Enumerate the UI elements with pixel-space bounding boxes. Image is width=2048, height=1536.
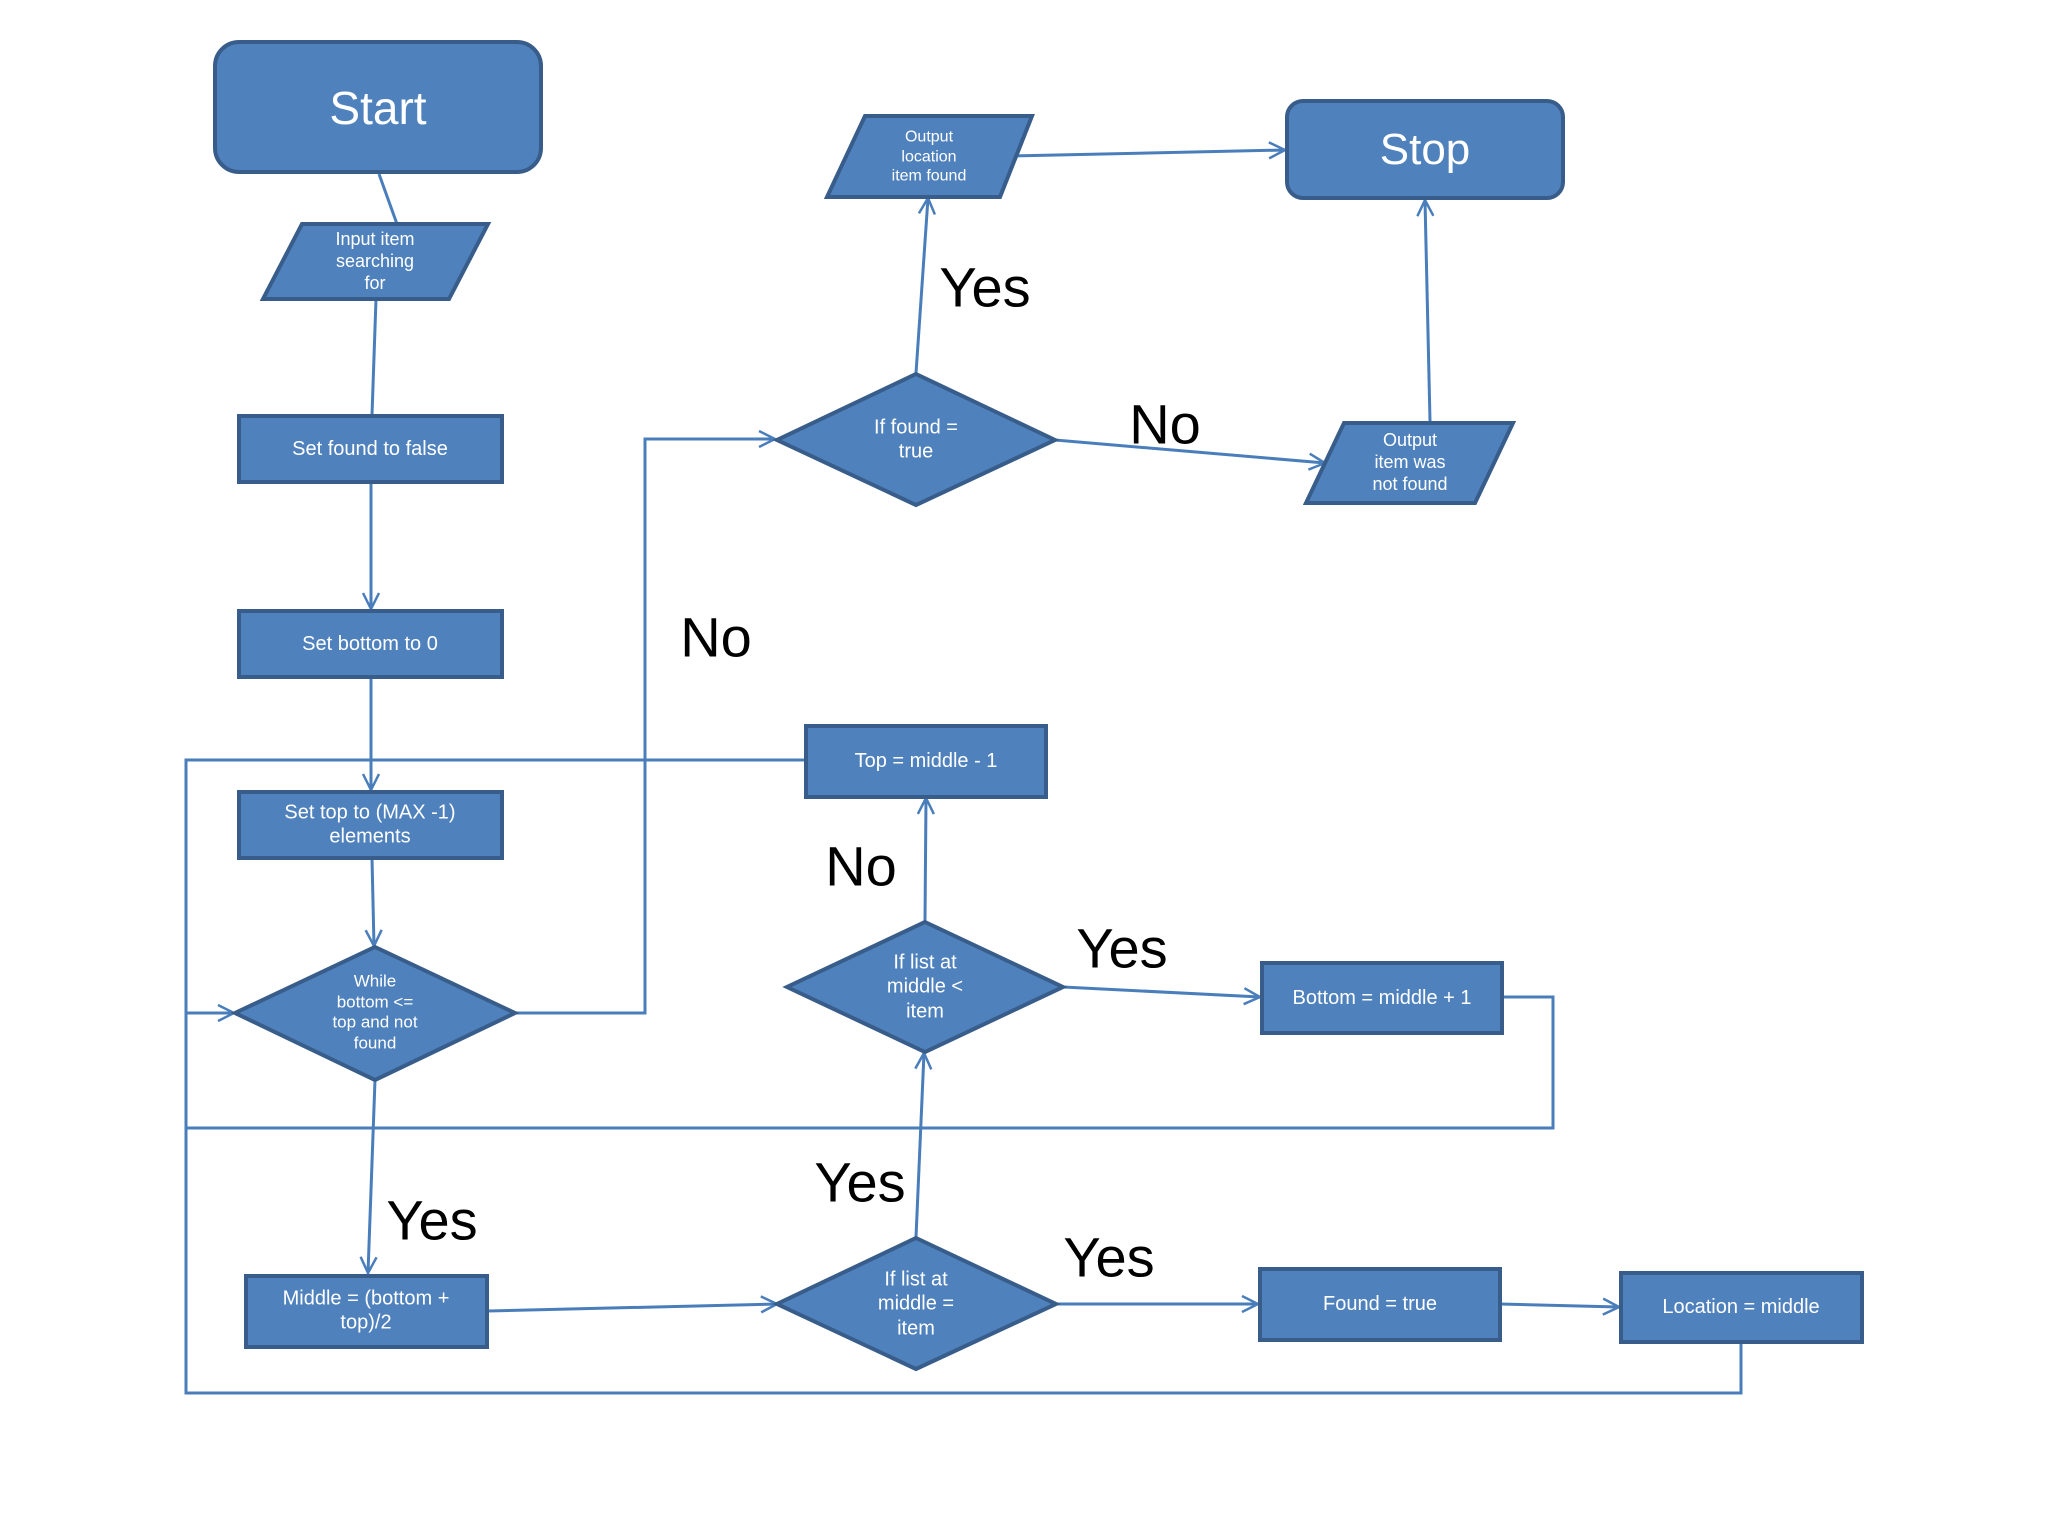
edge-bottom-plus-loop-back bbox=[186, 995, 1555, 1130]
edge-input-to-set-found bbox=[370, 298, 378, 416]
edge-if-less-no-to-top-minus bbox=[925, 798, 926, 922]
if-equal-decision bbox=[772, 1235, 1061, 1372]
set-found-label: Set found to false bbox=[292, 437, 448, 460]
if-found-decision bbox=[772, 371, 1060, 508]
found-true-label: Found = true bbox=[1323, 1292, 1437, 1315]
edge-out-location-to-stop bbox=[1012, 150, 1285, 156]
middle-process bbox=[244, 1274, 489, 1349]
edge-while-yes-to-middle bbox=[368, 1079, 375, 1273]
edge-if-less-yes-to-bottom-plus bbox=[1062, 985, 1260, 997]
stop-terminal bbox=[1285, 99, 1565, 200]
edge-label-found-no: No bbox=[1129, 392, 1201, 456]
edge-top-minus-loop-back bbox=[184, 758, 806, 1013]
edge-found-true-to-location bbox=[1499, 1304, 1619, 1307]
location-process bbox=[1619, 1271, 1864, 1344]
start-label: Start bbox=[329, 81, 427, 134]
edge-label-while-yes: Yes bbox=[386, 1188, 478, 1252]
middle-label: Middle = (bottom + top)/2 bbox=[282, 1287, 450, 1334]
output-location-parallelogram bbox=[823, 114, 1035, 199]
edge-if-found-yes-to-out-location bbox=[914, 198, 928, 374]
edge-if-equal-to-if-less bbox=[916, 1053, 924, 1238]
set-top-process bbox=[237, 790, 504, 860]
edge-label-while-no: No bbox=[680, 605, 752, 669]
input-item-label: Input item searching for bbox=[335, 229, 415, 293]
set-bottom-process bbox=[237, 609, 504, 679]
if-less-label: If list at middle < item bbox=[886, 951, 964, 1023]
edge-if-found-no-to-out-not-found bbox=[1054, 438, 1325, 463]
if-found-label: If found = true bbox=[874, 416, 958, 463]
if-less-decision bbox=[782, 919, 1068, 1055]
edge-set-top-to-while bbox=[372, 857, 374, 946]
edge-label-equal-yes: Yes bbox=[1063, 1225, 1155, 1289]
output-location-label: Output location item found bbox=[891, 128, 967, 185]
start-terminal bbox=[213, 40, 543, 174]
top-minus-label: Top = middle - 1 bbox=[854, 749, 998, 772]
input-item-parallelogram bbox=[259, 222, 492, 301]
set-found-process bbox=[237, 414, 504, 484]
edge-label-less-no: No bbox=[825, 834, 897, 898]
bottom-plus-label: Bottom = middle + 1 bbox=[1292, 986, 1472, 1009]
output-not-found-label: Output item was not found bbox=[1372, 430, 1448, 494]
edge-label-found-yes: Yes bbox=[939, 255, 1031, 319]
bottom-plus-process bbox=[1260, 961, 1504, 1035]
edge-while-no-to-if-found bbox=[515, 439, 775, 1015]
set-top-label: Set top to (MAX -1) elements bbox=[284, 801, 456, 848]
location-label: Location = middle bbox=[1662, 1295, 1820, 1318]
edge-label-equal-to-less: Yes bbox=[814, 1150, 906, 1214]
if-equal-label: If list at middle = item bbox=[877, 1268, 955, 1340]
edge-out-not-found-to-stop bbox=[1425, 200, 1430, 422]
found-true-process bbox=[1258, 1267, 1502, 1342]
output-not-found-parallelogram bbox=[1302, 421, 1517, 505]
while-label: While bottom <= top and not found bbox=[332, 971, 418, 1053]
while-decision bbox=[230, 944, 520, 1083]
set-bottom-label: Set bottom to 0 bbox=[302, 632, 438, 655]
stop-label: Stop bbox=[1379, 125, 1471, 175]
edge-start-to-input bbox=[377, 173, 399, 225]
edge-label-less-yes: Yes bbox=[1076, 916, 1168, 980]
edge-location-loop-back bbox=[184, 1013, 1743, 1395]
top-minus-process bbox=[804, 724, 1048, 799]
edge-middle-to-if-equal bbox=[487, 1304, 777, 1311]
